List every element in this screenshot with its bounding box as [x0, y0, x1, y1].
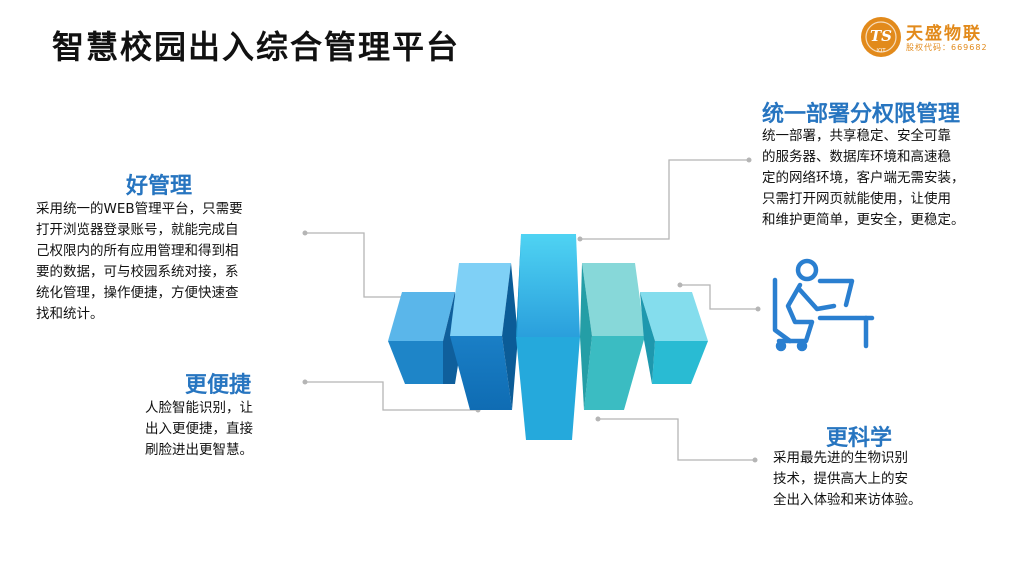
science-heading: 更科学	[826, 426, 893, 451]
logo-badge-text: TS	[870, 27, 892, 45]
page-title: 智慧校园出入综合管理平台	[52, 28, 461, 66]
bar-center	[516, 234, 580, 440]
convenience-heading: 更便捷	[185, 373, 252, 398]
deployment-line: 只需打开网页就能使用，让使用	[762, 191, 951, 207]
deployment-line: 定的网络环境，客户端无需安装，	[762, 170, 965, 186]
science-description: 采用最先进的生物识别 技术，提供高大上的安 全出入体验和来访体验。	[773, 448, 922, 511]
science-line: 采用最先进的生物识别	[773, 450, 908, 466]
convenience-line: 刷脸进出更智慧。	[145, 442, 253, 458]
management-line: 要的数据，可与校园系统对接，系	[36, 264, 239, 280]
connector-icon	[680, 284, 758, 310]
management-line: 打开浏览器登录账号，就能完成自	[36, 222, 239, 238]
person-at-desk-icon	[772, 258, 875, 352]
bar-right-inner	[580, 263, 645, 410]
company-logo: TS IOT 天盛物联 股权代码：669682	[860, 16, 1010, 62]
logo-name: 天盛物联	[906, 24, 982, 44]
management-description: 采用统一的WEB管理平台，只需要 打开浏览器登录账号，就能完成自 己权限内的所有…	[36, 199, 243, 325]
bar-right-outer	[640, 292, 708, 384]
deployment-description: 统一部署，共享稳定、安全可靠 的服务器、数据库环境和高速稳 定的网络环境，客户端…	[762, 126, 965, 231]
deployment-line: 和维护更简单，更安全，更稳定。	[762, 212, 965, 228]
connector-science	[598, 418, 755, 461]
management-line: 己权限内的所有应用管理和得到相	[36, 243, 239, 259]
management-line: 统化管理，操作便捷，方便快速查	[36, 285, 239, 301]
management-line: 采用统一的WEB管理平台，只需要	[36, 201, 243, 217]
science-line: 技术，提供高大上的安	[773, 471, 908, 487]
convenience-line: 人脸智能识别，让	[145, 400, 253, 416]
deployment-line: 统一部署，共享稳定、安全可靠	[762, 128, 951, 144]
connector-convenience	[305, 381, 478, 411]
connector-lines	[305, 159, 758, 461]
logo-badge-icon: TS IOT	[861, 17, 901, 57]
deployment-line: 的服务器、数据库环境和高速稳	[762, 149, 951, 165]
management-heading: 好管理	[126, 174, 193, 199]
connector-deployment	[580, 159, 749, 240]
logo-badge-sub: IOT	[876, 48, 886, 54]
logo-code: 股权代码：669682	[906, 43, 988, 52]
science-line: 全出入体验和来访体验。	[773, 492, 922, 508]
deployment-heading: 统一部署分权限管理	[762, 102, 961, 127]
convenience-description: 人脸智能识别，让 出入更便捷，直接 刷脸进出更智慧。	[145, 398, 253, 461]
connector-management	[305, 232, 403, 298]
management-line: 找和统计。	[36, 306, 104, 322]
bar-left-inner	[450, 263, 518, 410]
convenience-line: 出入更便捷，直接	[145, 421, 253, 437]
